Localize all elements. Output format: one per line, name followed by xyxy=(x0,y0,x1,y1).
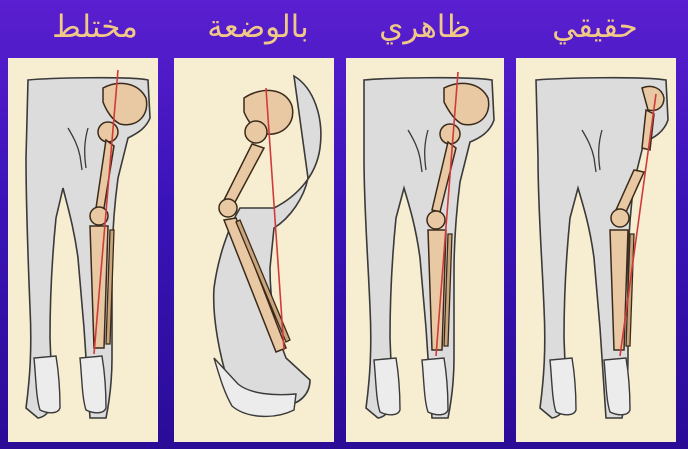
leg-illustration-apparent xyxy=(346,58,504,442)
label-true: حقيقي xyxy=(520,6,670,48)
label-apparent: ظاهري xyxy=(350,6,500,48)
leg-illustration-mixed xyxy=(8,58,158,442)
leg-illustration-true xyxy=(516,58,676,442)
panel-apparent xyxy=(346,58,504,442)
panel-mixed xyxy=(8,58,158,442)
panel-positional xyxy=(174,58,334,442)
panel-true xyxy=(516,58,676,442)
leg-illustration-positional xyxy=(174,58,334,442)
label-positional: بالوضعة xyxy=(178,6,338,48)
label-mixed: مختلط xyxy=(20,6,170,48)
